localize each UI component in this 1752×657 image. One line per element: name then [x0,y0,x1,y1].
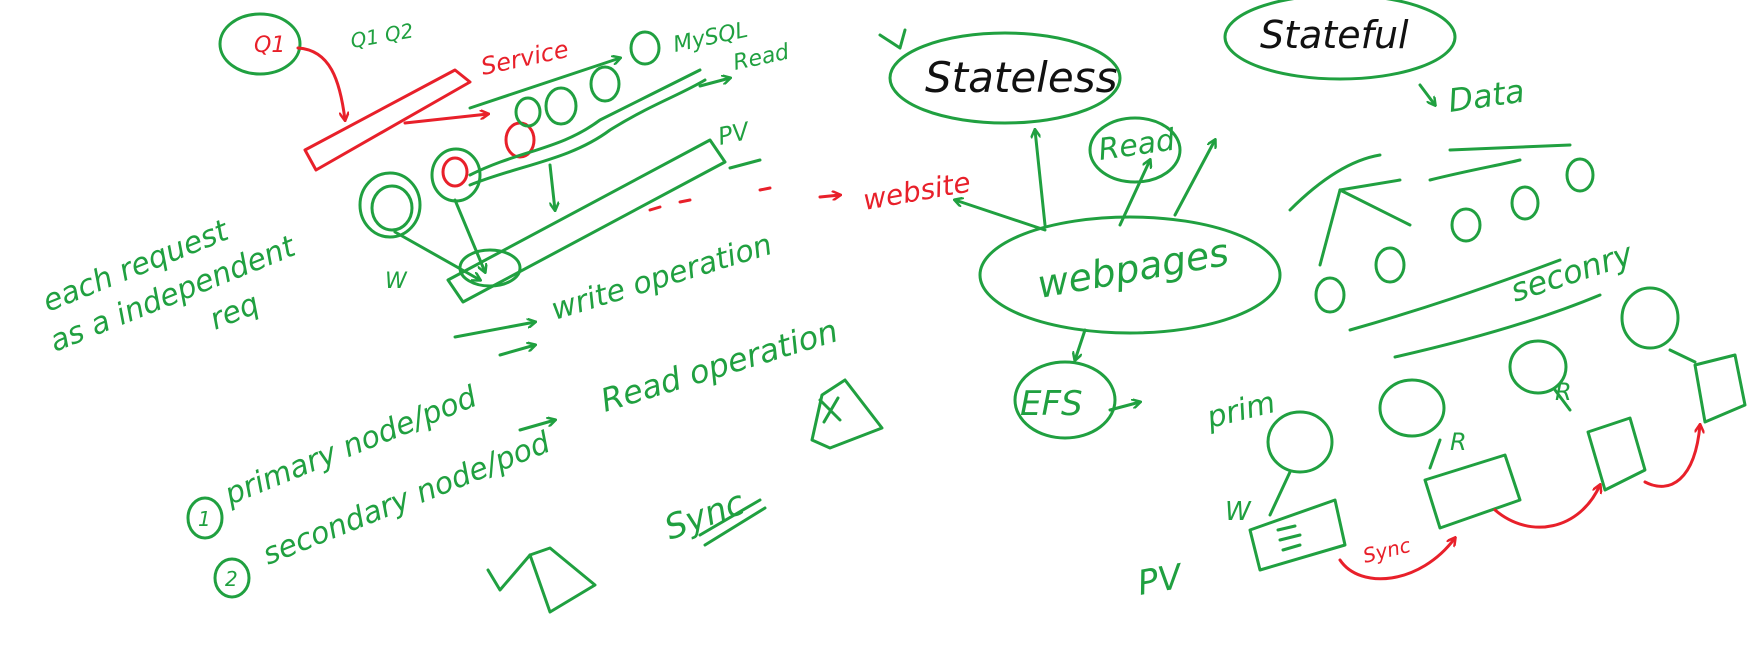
cluster-lines [1288,143,1572,227]
pv-label-right: PV [1135,556,1188,603]
pointer-arrow [878,28,907,50]
scribbled-pod-inner [441,156,469,188]
webpages-to-efs-arrow [1075,328,1087,360]
check-mark [486,553,532,592]
arrow-item-2 [518,420,555,432]
website-label: website [860,166,973,217]
client-to-service-arrow [296,46,345,120]
right-section: Stateful Data seconry prim W PV R R [1135,0,1747,604]
webpages-arrow [955,200,1047,232]
write-label-right: W [1225,497,1252,527]
left-section: Q1 Q1 Q2 Service MySQL Read W PV [38,12,973,614]
cross-mark [818,396,842,424]
efs-arrow [1108,402,1140,412]
pod-icon [589,65,621,103]
pod-to-pv-arrow [393,230,480,280]
secondary-label: seconry [1506,234,1638,309]
item-2-number: 2 [225,567,238,591]
read-ellipse [1088,116,1182,184]
replica-pod-link [1668,348,1697,364]
write-label: W [385,269,408,294]
secondary-pod [1314,276,1346,314]
sync-label-right: Sync [1360,533,1413,568]
stateless-ellipse [888,31,1122,125]
replica-label-1: R [1450,428,1467,456]
scribbled-pod [358,171,422,239]
webpages-ellipse [978,215,1282,335]
pod-icon [544,86,578,126]
webpages-arrow [1035,130,1047,227]
replica-pod-2 [1508,339,1568,395]
arrow-to-write-operation [453,322,535,339]
replica-pv-box-1 [1423,453,1522,530]
wavy-connector [468,68,702,177]
read-arrow [698,78,730,88]
service-to-pod-arrow [403,114,488,125]
scribbled-pod-inner [370,184,414,232]
pv-label: PV [715,117,753,151]
webpages-arrow [1173,140,1215,217]
dashed-connector [648,186,772,212]
replica-pod-1 [1378,378,1446,438]
pod-to-pv-arrow [548,163,555,210]
primary-label: prim [1202,385,1278,436]
number-circle-2 [213,557,251,599]
primary-pv-box [1248,498,1347,572]
item-1-number: 1 [198,507,211,531]
secondary-pod [1565,157,1595,193]
replica-label-2: R [1555,378,1572,406]
pv-storage-box [446,138,727,304]
service-label: Service [478,35,571,81]
webpages-arrow [1118,160,1150,227]
middle-section: Stateless Read webpages EFS [878,28,1282,440]
pod-icon [514,96,542,128]
sync-arrow-3 [1643,425,1700,488]
pv-lines [1276,524,1302,552]
sync-arrow-1 [1338,538,1455,581]
sync-underline [698,498,767,547]
stateful-ellipse [1223,0,1457,81]
arrow-item-1 [498,345,535,357]
replica-pv-box-2 [1586,416,1647,492]
read-operation-label: Read operation [596,311,842,419]
pod-sketch [528,546,597,614]
cluster-line [1318,188,1342,267]
wavy-line [1348,258,1562,332]
arrow-to-website [818,195,840,197]
service-to-pods-arrow [468,58,620,110]
stateless-label: Stateless [925,53,1117,102]
client-label: Q1 [254,33,285,58]
pv-underline [728,158,762,170]
read-label: Read [731,40,792,76]
data-label: Data [1446,72,1527,120]
stateful-label: Stateful [1260,13,1409,57]
primary-pod [1266,410,1334,474]
secondary-pod [1510,185,1540,221]
sync-arrow-2 [1493,485,1600,529]
replica-pod-link [1553,388,1572,412]
pod-sketch [810,378,884,450]
write-operation-label: write operation [547,227,776,327]
efs-label: EFS [1020,384,1083,424]
read-node-label: Read [1096,122,1178,167]
sync-label: Sync [659,483,750,549]
client-circle [218,12,302,76]
pod-icon [629,30,661,66]
pod-to-pv-arrow [453,198,485,272]
secondary-pod [1374,246,1406,284]
secondary-pod [1450,207,1482,243]
service-bar [303,68,472,172]
wavy-line [1393,293,1602,359]
replica-pod-3 [1620,286,1680,350]
wavy-connector [468,78,707,187]
number-circle-1 [186,496,224,540]
stateful-to-data-arrow [1418,83,1435,105]
webpages-label: webpages [1034,230,1232,307]
replica-pv-box-3 [1693,353,1747,424]
replica-pod-link [1428,438,1442,470]
primary-pod-link [1268,470,1292,517]
queries-label: Q1 Q2 [349,18,416,53]
efs-ellipse [1013,360,1117,440]
